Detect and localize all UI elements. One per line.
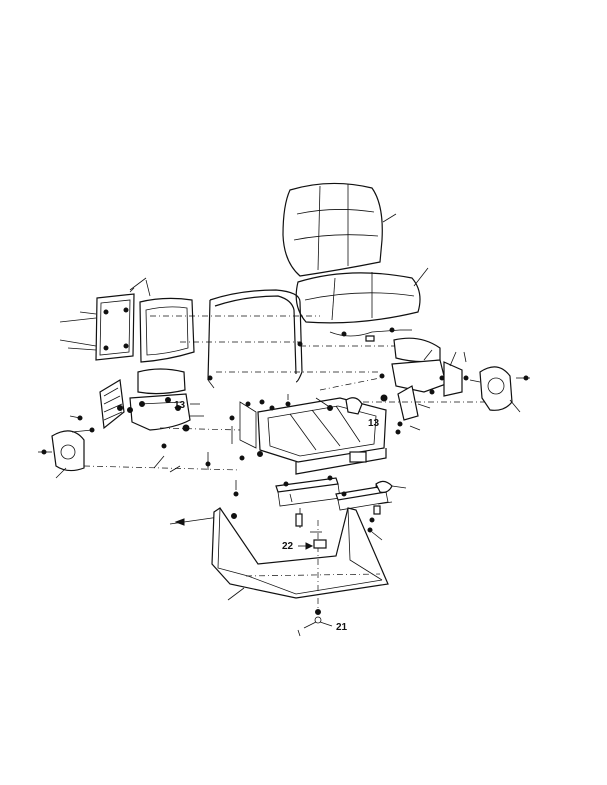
fastener-leaders: [59, 277, 151, 351]
left-slide-rail: [275, 475, 341, 528]
callout-21-marker: [297, 609, 333, 637]
rail-hardware: [169, 480, 393, 541]
seat-bottom-cushion: [295, 267, 429, 342]
callout-13-right: 13: [368, 418, 380, 429]
left-hardware: [38, 397, 241, 479]
base-hardware: [205, 394, 333, 470]
seat-back-cushion: [282, 182, 397, 277]
callout-13-left: 13: [174, 400, 186, 411]
seat-belt-buckle: [345, 397, 363, 415]
right-slide-rail: [335, 480, 407, 511]
back-panel-shell: [139, 297, 195, 363]
right-side-cover: [469, 366, 530, 413]
back-panel-plate: [95, 293, 135, 361]
callout-22: 22: [282, 541, 294, 552]
right-armrest-bracket: [350, 349, 500, 435]
right-armrest: [391, 337, 463, 397]
seat-suspension-frame: [239, 397, 387, 475]
seat-riser-base: [211, 507, 389, 608]
left-armrest: [129, 368, 191, 431]
left-armrest-bracket: [99, 379, 125, 430]
left-side-cover: [51, 430, 85, 472]
seat-back-frame: [207, 289, 303, 389]
callout-22-marker: [298, 531, 327, 550]
callout-21: 21: [336, 622, 348, 633]
